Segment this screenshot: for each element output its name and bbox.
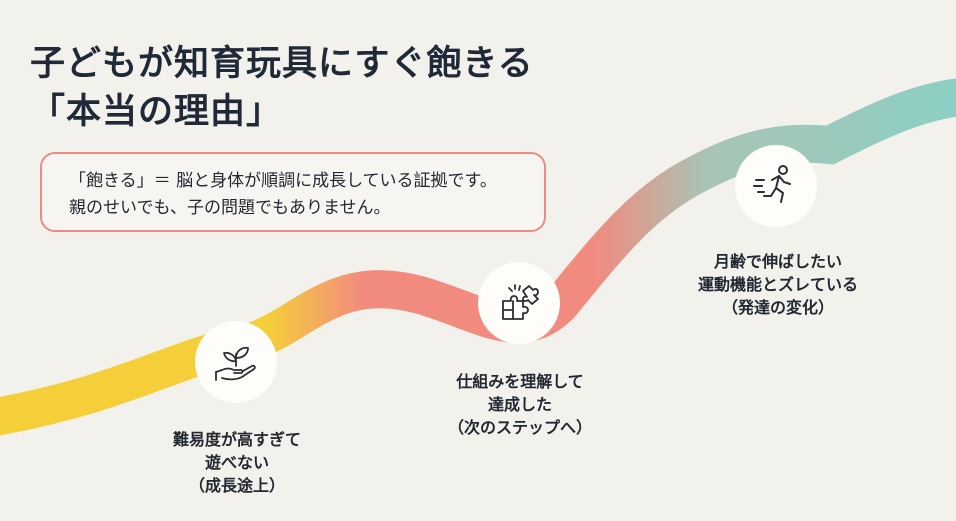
- sprout-in-hand-icon: [215, 346, 256, 381]
- stage-1-badge: [195, 321, 277, 403]
- key-message-line-2: 親のせいでも、子の問題でもありません。: [69, 198, 391, 218]
- puzzle-pieces-icon: [502, 284, 539, 320]
- page-title: 子どもが知育玩具にすぐ飽きる 「本当の理由」: [30, 40, 534, 136]
- stage-1-line-1: 難易度が高すぎて: [172, 430, 301, 449]
- stage-1-line-2: 遊べない: [204, 453, 269, 472]
- stage-2-line-2: 達成した: [487, 395, 552, 414]
- stage-3-line-3: （発達の変化）: [721, 298, 834, 317]
- stage-2-line-1: 仕組みを理解して: [456, 372, 584, 391]
- stage-3-badge: [735, 145, 817, 227]
- stage-3-label: 月齢で伸ばしたい 運動機能とズレている （発達の変化）: [680, 250, 876, 319]
- stage-2-label: 仕組みを理解して 達成した （次のステップへ）: [420, 370, 620, 439]
- stage-1-label: 難易度が高すぎて 遊べない （成長途上）: [152, 428, 322, 497]
- title-line-2: 「本当の理由」: [30, 92, 283, 132]
- stage-1-line-3: （成長途上）: [188, 476, 285, 495]
- stage-3-line-2: 運動機能とズレている: [697, 275, 858, 294]
- stage-2-line-3: （次のステップへ）: [447, 418, 592, 437]
- running-person-icon: [753, 165, 791, 203]
- stage-3-line-1: 月齢で伸ばしたい: [713, 252, 842, 271]
- key-message-line-1: 「飽きる」＝ 脳と身体が順調に成長している証拠です。: [69, 171, 497, 191]
- title-line-1: 子どもが知育玩具にすぐ飽きる: [30, 44, 534, 84]
- key-message-box: 「飽きる」＝ 脳と身体が順調に成長している証拠です。 親のせいでも、子の問題でも…: [40, 152, 546, 232]
- stage-2-badge: [478, 262, 560, 344]
